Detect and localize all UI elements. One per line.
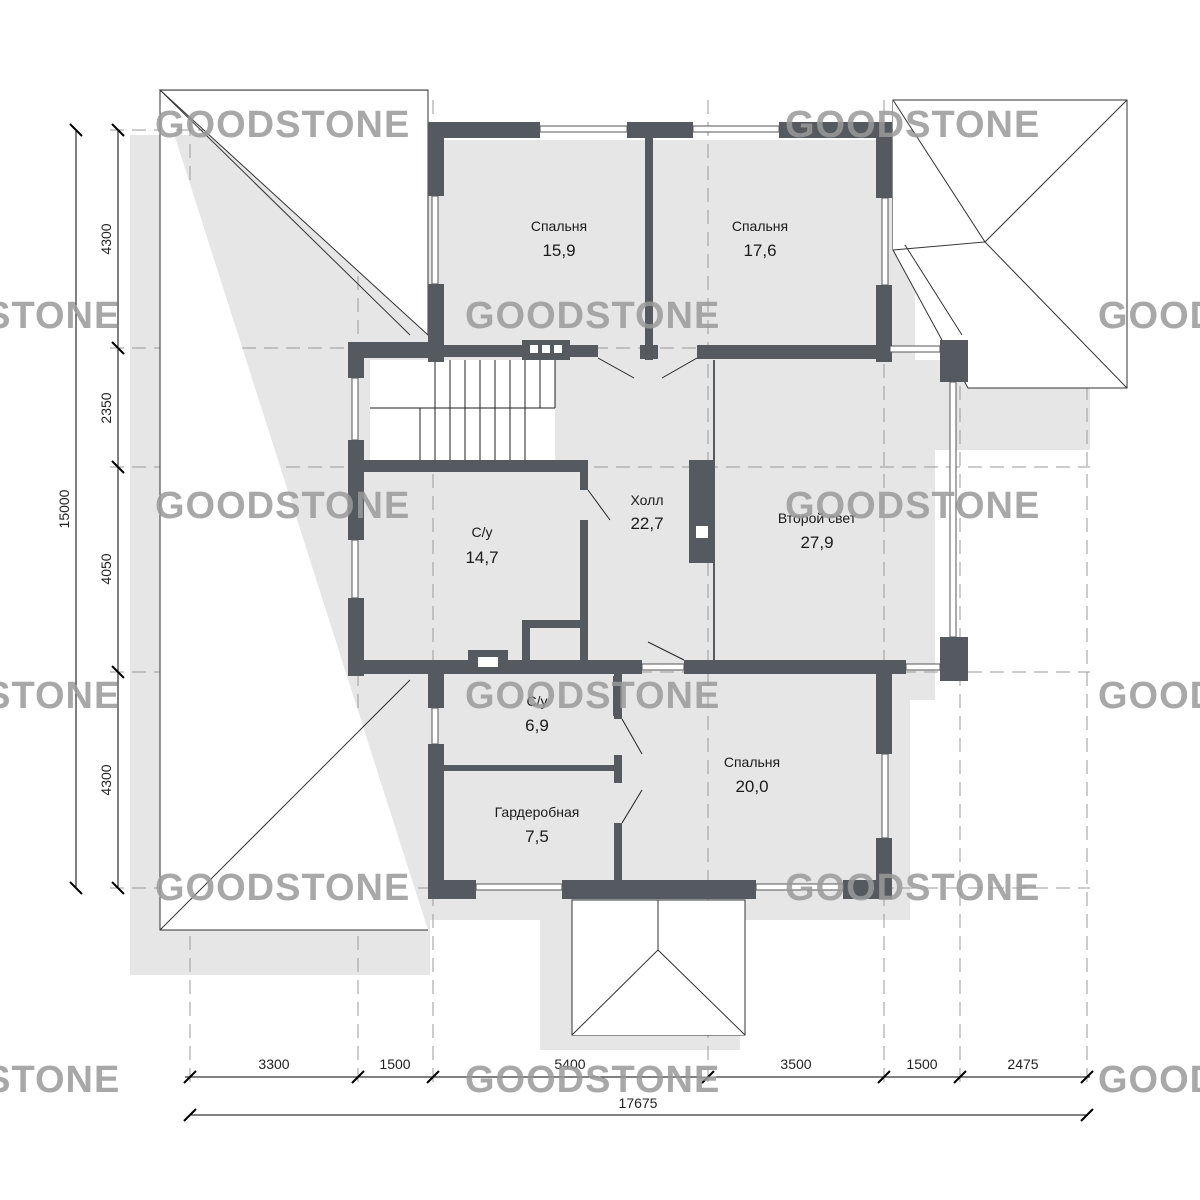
room-name-wardrobe: Гардеробная (495, 804, 580, 820)
watermark: GOODSTONE (155, 485, 410, 527)
dim-bottom-1: 3300 (258, 1056, 289, 1072)
windows (351, 125, 957, 891)
dim-left-total: 15000 (56, 489, 72, 528)
room-area-bathroom-1: 14,7 (465, 548, 498, 567)
room-name-bedroom-3: Спальня (724, 754, 780, 770)
room-area-second-light: 27,9 (800, 533, 833, 552)
watermark: GOODSTONE (785, 485, 1040, 527)
dim-bottom-2: 1500 (379, 1056, 410, 1072)
dim-left-3: 4050 (98, 553, 114, 584)
dim-bottom-3: 5400 (554, 1056, 585, 1072)
watermark: GOODSTONE (785, 867, 1040, 909)
door-swings (587, 357, 698, 824)
watermark: GOODSTONE (1098, 675, 1200, 717)
room-name-bedroom-1: Спальня (531, 218, 587, 234)
room-area-bedroom-2: 17,6 (743, 241, 776, 260)
dim-left-1: 4300 (98, 223, 114, 254)
room-name-second-light: Второй свет (778, 510, 857, 526)
walls (348, 122, 968, 899)
dim-bottom-4: 3500 (780, 1056, 811, 1072)
dim-bottom-5: 1500 (906, 1056, 937, 1072)
room-area-bedroom-1: 15,9 (542, 241, 575, 260)
room-labels: Спальня 15,9 Спальня 17,6 Холл 22,7 Втор… (465, 218, 856, 846)
dimension-lines (69, 123, 1094, 1122)
watermark: GOODSTONE (1098, 1059, 1200, 1101)
room-name-bathroom-2: С/у (527, 693, 548, 709)
watermark: GOODSTONE (155, 867, 410, 909)
watermark: GOODSTONE (465, 675, 720, 717)
room-name-bathroom-1: С/у (472, 524, 493, 540)
stairs (370, 360, 556, 460)
watermark: GOODSTONE (785, 104, 1040, 146)
watermark: GOODSTONE (0, 295, 120, 337)
watermark: GOODSTONE (465, 295, 720, 337)
dimension-labels: 3300 1500 5400 3500 1500 2475 17675 4300… (56, 223, 1039, 1111)
roof-outlines (158, 89, 1128, 1036)
watermark: GOODSTONE (1098, 295, 1200, 337)
room-name-bedroom-2: Спальня (732, 218, 788, 234)
room-name-hall: Холл (631, 492, 664, 508)
ventilation-blocks (468, 340, 715, 674)
watermarks: GOODSTONE GOODSTONE GOODSTONE GOODSTONE … (0, 104, 1200, 1101)
room-area-bedroom-3: 20,0 (735, 777, 768, 796)
dim-bottom-6: 2475 (1007, 1056, 1038, 1072)
watermark: GOODSTONE (465, 1059, 720, 1101)
dim-left-4: 4300 (98, 764, 114, 795)
dim-bottom-total: 17675 (619, 1095, 658, 1111)
watermark: GOODSTONE (0, 675, 120, 717)
room-area-hall: 22,7 (630, 514, 663, 533)
room-area-wardrobe: 7,5 (525, 827, 549, 846)
watermark: GOODSTONE (0, 1059, 120, 1101)
dim-left-2: 2350 (98, 392, 114, 423)
room-area-bathroom-2: 6,9 (525, 716, 549, 735)
watermark: GOODSTONE (155, 104, 410, 146)
